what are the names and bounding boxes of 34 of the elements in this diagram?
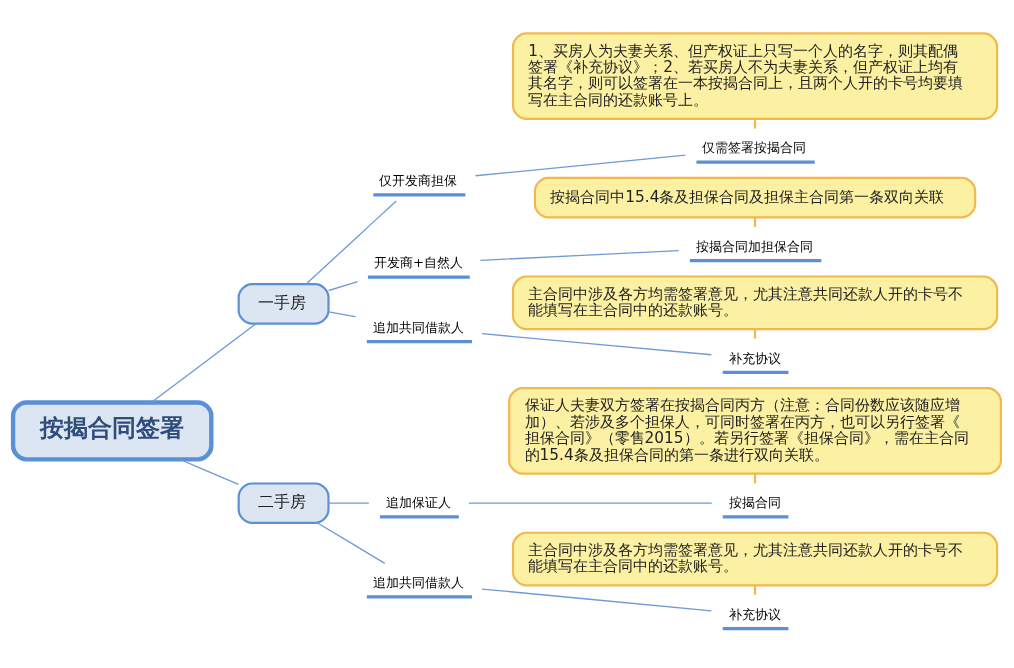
connector	[150, 322, 257, 404]
node-text: 按揭合同加担保合同	[695, 238, 813, 254]
node-text: 补充协议	[728, 350, 781, 366]
connector	[753, 329, 757, 339]
connector	[179, 458, 240, 486]
node-text: 开发商+自然人	[373, 255, 463, 271]
connector	[481, 588, 712, 612]
node-box: 1、买房人为夫妻关系、但产权证上只写一个人的名字，则其配偶签署《补充协议》；2、若买房人不为夫妻关系，但产权证上均有其名字，则可以签署在一本按揭合同上，且两个人开的卡号均要填写在主合同的还款账号上。	[511, 32, 999, 120]
connector	[753, 119, 757, 129]
connector	[468, 502, 713, 504]
node-text: 补充协议	[728, 606, 781, 622]
connector	[753, 217, 757, 227]
node-text: 追加共同借款人	[372, 319, 464, 335]
node-box: 主合同中涉及各方均需签署意见，尤其注意共同还款人开的卡号不能填写在主合同中的还款账号。	[511, 275, 999, 331]
node-box: 二手房	[237, 482, 330, 524]
node-text: 仅开发商担保	[379, 173, 458, 189]
node-box: 一手房	[237, 283, 330, 325]
connector	[479, 250, 680, 262]
node-box: 保证人夫妻双方签署在按揭合同丙方（注意：合同份数应该随应增加）、若涉及多个担保人，可同时签署在丙方，也可以另行签署《担保合同》（零售2015）。若另行签署《担保合同》，需在主合同的15.4条及担保合同的第一条进行双向关联。	[508, 387, 1002, 475]
connector	[327, 281, 359, 292]
node-text: 追加共同借款人	[372, 575, 464, 591]
connector	[481, 333, 712, 356]
node-box: 主合同中涉及各方均需签署意见，尤其注意共同还款人开的卡号不能填写在主合同中的还款账号。	[511, 531, 999, 587]
connector	[316, 522, 386, 564]
node-box: 按揭合同中15.4条及担保合同及担保主合同第一条双向关联	[533, 176, 977, 219]
node-text: 按揭合同	[728, 495, 781, 511]
connector	[753, 585, 757, 595]
connector	[474, 154, 686, 177]
connector	[327, 311, 357, 318]
connector	[305, 200, 397, 285]
node-text: 追加保证人	[385, 495, 451, 511]
node-box: 按揭合同签署	[10, 400, 214, 462]
node-text: 仅需签署按揭合同	[702, 140, 807, 156]
connector	[327, 502, 370, 504]
